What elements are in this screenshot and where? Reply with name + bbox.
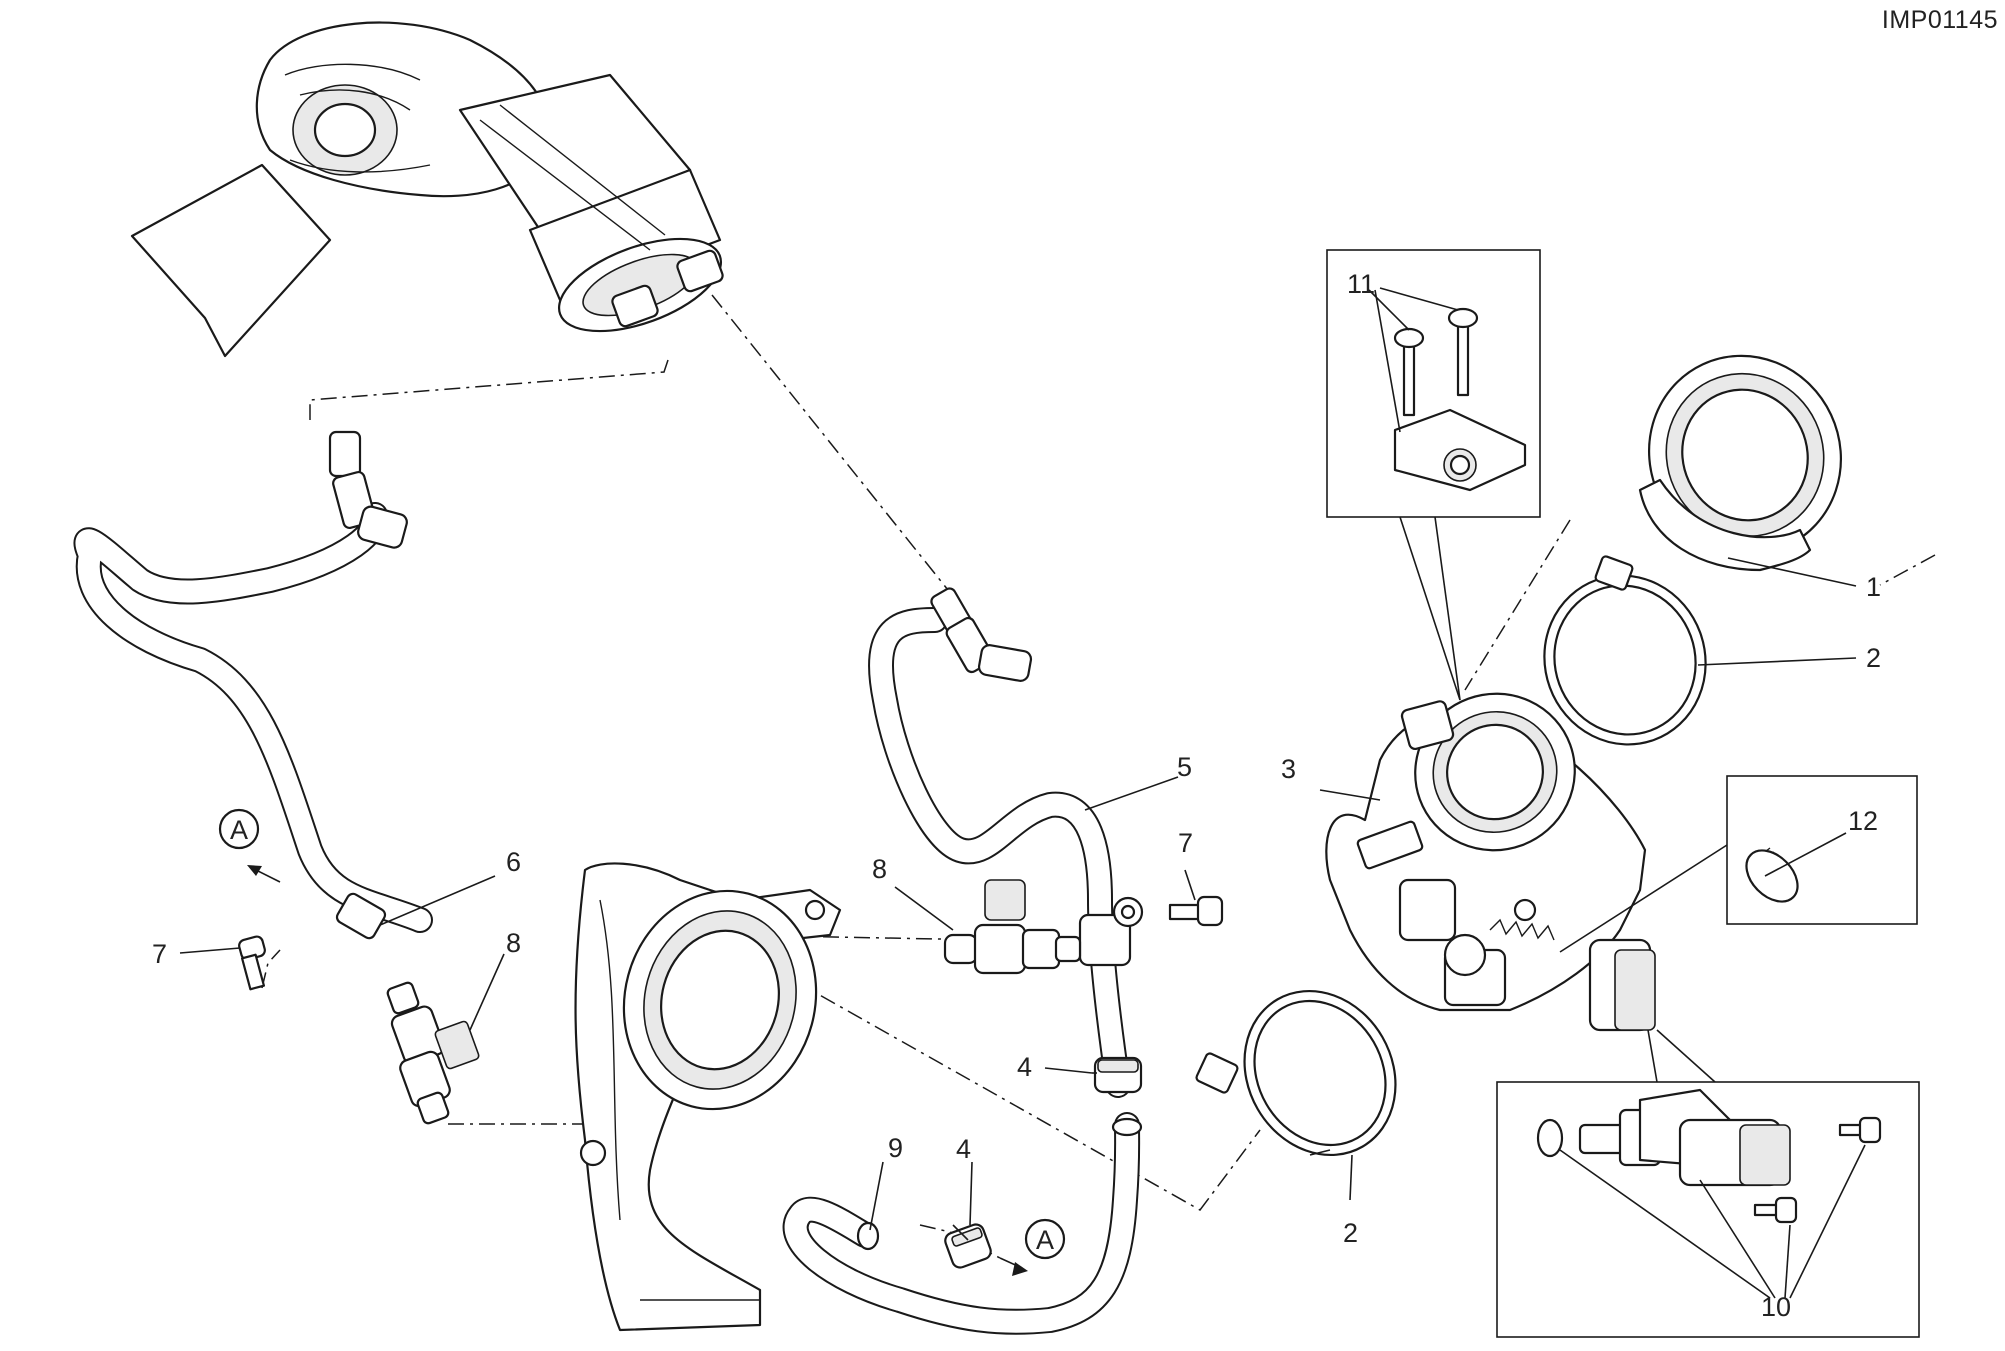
screw-7-right [1168, 895, 1224, 927]
callout-2-lower: 2 [1343, 1218, 1358, 1248]
vent-hose-9 [782, 1112, 1143, 1335]
intake-manifold [574, 862, 842, 1332]
intake-rubber-sleeve [1638, 354, 1843, 572]
callout-12: 12 [1848, 806, 1878, 836]
throttle-body [1325, 692, 1656, 1032]
callout-3: 3 [1281, 754, 1296, 784]
callout-2-upper: 2 [1866, 643, 1881, 673]
fuel-injector-8-left [386, 981, 480, 1125]
callout-numbers: 1 2 3 2 4 4 5 6 7 7 8 8 9 10 11 12 [152, 269, 1881, 1322]
callout-8-left: 8 [506, 928, 521, 958]
leader-lines [179, 287, 1866, 1299]
callout-11: 11 [1347, 269, 1375, 299]
callout-4-lower: 4 [956, 1134, 971, 1164]
callout-7-left: 7 [152, 939, 167, 969]
inset-throttle-position-sensor [1326, 249, 1541, 518]
reference-a-left-label: A [230, 815, 248, 845]
fuel-pump-assembly [130, 21, 724, 358]
callout-10: 10 [1761, 1292, 1791, 1322]
screw-7-left [238, 935, 266, 991]
inset-idle-air-valve [1496, 1081, 1920, 1338]
hose-clamp-4-upper [1093, 1056, 1143, 1094]
hose-clamp-2-upper [1543, 555, 1707, 746]
fuel-injector-8-right [943, 879, 1082, 975]
reference-arrows [247, 865, 1028, 1276]
reference-a-left: A [218, 808, 260, 850]
drawing-code: IMP01145 [1882, 6, 1998, 34]
callout-4-upper: 4 [1017, 1052, 1032, 1082]
callout-7-right: 7 [1178, 828, 1193, 858]
callout-9: 9 [888, 1133, 903, 1163]
hose-clamp-4-lower [944, 1223, 992, 1269]
fuel-hose-6 [73, 430, 433, 940]
callout-5: 5 [1177, 752, 1192, 782]
callout-8-right: 8 [872, 854, 887, 884]
inset-spring [1726, 775, 1918, 925]
callout-1: 1 [1866, 572, 1881, 602]
hose-clamp-2-lower [1195, 989, 1397, 1157]
reference-a-right: A [1024, 1218, 1066, 1260]
throttle-spring-installed [1489, 918, 1555, 941]
reference-a-right-label: A [1036, 1225, 1054, 1255]
fuel-hose-5 [868, 587, 1144, 1098]
callout-6: 6 [506, 847, 521, 877]
